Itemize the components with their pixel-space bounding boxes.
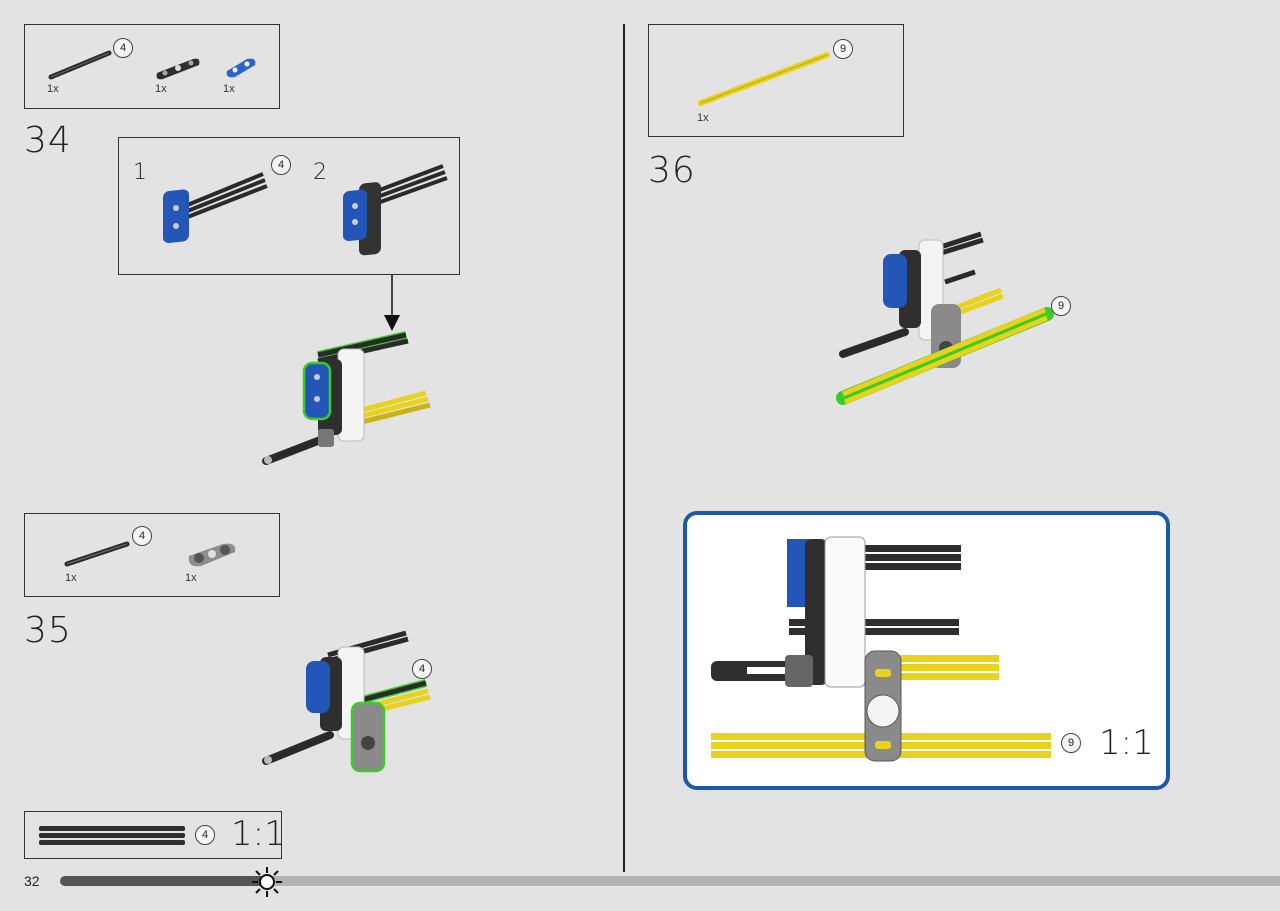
length-9-badge: 9: [833, 39, 853, 59]
length-9-badge: 9: [1051, 296, 1071, 316]
cross-block-icon: [188, 543, 236, 567]
axle-icon: [48, 50, 112, 80]
step-number-35: 35: [24, 610, 72, 651]
liftarm-icon: [156, 58, 200, 80]
progress-track: [60, 876, 1280, 886]
sun-icon: [252, 867, 282, 897]
qty-label: 1x: [65, 572, 77, 584]
scale-reference-box: 4 1:1: [24, 811, 286, 859]
length-4-badge: 4: [113, 38, 133, 58]
parts-list-step-35: 4 1x 1x: [24, 513, 280, 597]
scale-label: 1:1: [1099, 723, 1154, 763]
scale-label: 1:1: [231, 814, 286, 854]
qty-label: 1x: [697, 112, 709, 124]
step-36-model: [836, 231, 1054, 405]
yellow-axle-icon: [698, 52, 830, 106]
length-4-badge: 4: [412, 659, 432, 679]
qty-label: 1x: [223, 83, 235, 95]
detail-callout: 9 1:1: [683, 511, 1170, 790]
length-4-badge: 4: [195, 825, 215, 845]
step-35-model: [262, 630, 431, 773]
page-divider: [623, 24, 625, 872]
blue-liftarm-black-beam: [343, 164, 448, 256]
length-4-badge: 4: [271, 155, 291, 175]
qty-label: 1x: [47, 83, 59, 95]
detail-model-drawing: [711, 536, 1051, 762]
parts-list-step-34: 4 1x 1x 1x: [24, 24, 280, 109]
length-4-badge: 4: [132, 526, 152, 546]
qty-label: 1x: [185, 572, 197, 584]
connector-icon: [226, 58, 256, 78]
step-number-34: 34: [24, 120, 72, 161]
page-number: 32: [24, 873, 40, 889]
step-34-model: [262, 331, 431, 465]
progress-fill: [60, 876, 267, 886]
blue-liftarm-with-axles: [163, 172, 268, 243]
substep-number: 1: [133, 160, 147, 185]
axle-scale-drawing: [39, 826, 185, 845]
length-9-badge: 9: [1061, 733, 1081, 753]
step-number-36: 36: [648, 150, 696, 191]
axle-icon: [64, 541, 130, 567]
qty-label: 1x: [155, 83, 167, 95]
subassembly-box: 1 4 2: [118, 137, 460, 275]
substep-number: 2: [313, 160, 327, 185]
parts-list-step-36: 9 1x: [648, 24, 904, 137]
assembly-arrow: [384, 275, 400, 331]
